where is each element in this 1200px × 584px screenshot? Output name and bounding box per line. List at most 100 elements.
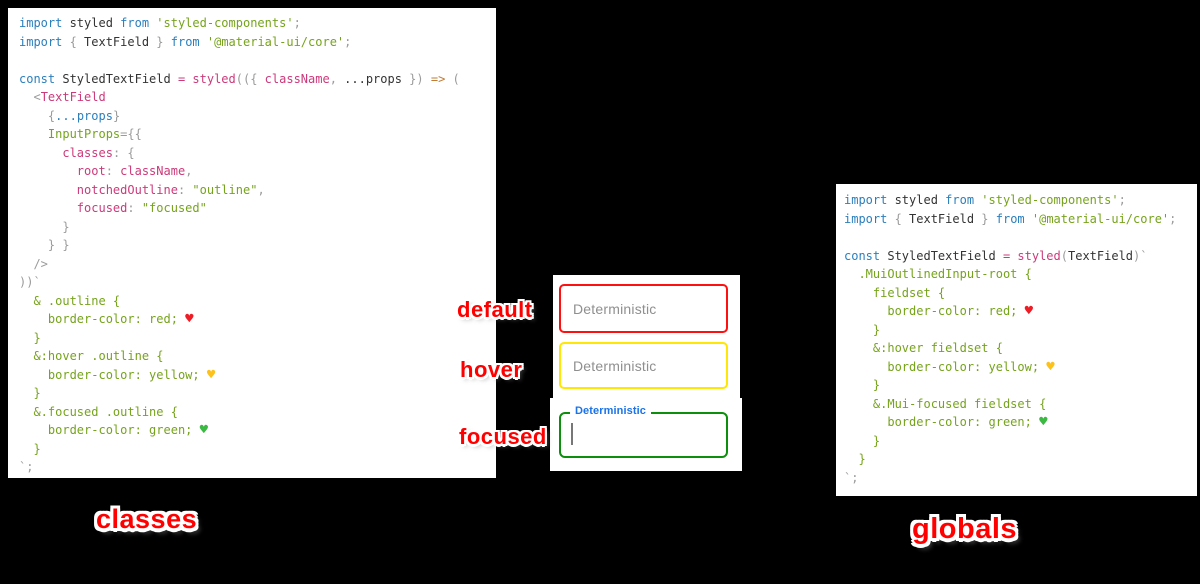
globals-code-panel: import styled from 'styled-components';i… — [836, 184, 1197, 496]
code-token: )` — [1133, 248, 1148, 263]
code-token: styled — [894, 193, 946, 207]
code-token: ; — [1118, 193, 1126, 207]
code-line: fieldset { — [844, 284, 1197, 303]
code-token: < — [33, 90, 41, 104]
code-token: `; — [844, 470, 859, 485]
code-line: const StyledTextField = styled(TextField… — [844, 247, 1197, 266]
code-token: from — [120, 16, 157, 30]
code-line: {...props} — [19, 107, 496, 126]
code-token: } — [149, 34, 171, 49]
textfield-hover-placeholder: Deterministic — [573, 357, 657, 374]
annotation-default: default — [457, 297, 533, 322]
code-line: InputProps={{ — [19, 125, 496, 144]
code-line: border-color: red; ♥ — [844, 302, 1197, 321]
code-token: } — [19, 386, 41, 400]
code-line: /> — [19, 255, 496, 274]
code-token: notchedOutline — [76, 182, 178, 197]
code-token: ♥ — [185, 311, 194, 327]
code-token: : — [177, 182, 193, 197]
code-line — [844, 228, 1197, 247]
code-token: border-color: green; — [844, 415, 1040, 429]
code-token: , — [185, 164, 193, 178]
code-line: } — [19, 384, 496, 403]
code-token: } — [19, 330, 41, 345]
code-token: styled — [69, 16, 121, 30]
code-line: ))` — [19, 273, 496, 292]
code-token: ...props — [344, 71, 402, 86]
code-token: { — [69, 34, 85, 49]
code-token: InputProps — [47, 127, 121, 141]
code-token: StyledTextField — [62, 71, 178, 86]
code-token: from — [945, 193, 982, 207]
textfield-default[interactable]: Deterministic — [559, 284, 728, 333]
code-token: } — [974, 211, 996, 226]
code-token: StyledTextField — [887, 248, 1003, 263]
code-token: ♥ — [199, 422, 209, 438]
code-token: } — [844, 378, 881, 392]
code-token: border-color: green; — [19, 423, 200, 437]
annotation-classes: classes — [96, 504, 198, 534]
code-token: { — [47, 108, 56, 123]
code-token — [19, 109, 48, 123]
text-cursor — [571, 423, 573, 445]
code-line: import { TextField } from '@material-ui/… — [844, 210, 1197, 229]
code-line: } — [844, 321, 1197, 340]
code-line: <TextField — [19, 88, 496, 107]
code-token: 'styled-components' — [156, 16, 294, 30]
textfield-focused-label: Deterministic — [570, 405, 651, 417]
code-token: styled — [192, 71, 236, 86]
code-line: &.Mui-focused fieldset { — [844, 395, 1197, 414]
code-line: import { TextField } from '@material-ui/… — [19, 33, 496, 52]
code-token: ; — [293, 16, 301, 30]
code-token: ♥ — [1046, 358, 1055, 375]
textfield-focused[interactable]: Deterministic — [559, 405, 728, 458]
code-line: &:hover .outline { — [19, 347, 496, 366]
code-token: & .outline { — [19, 293, 121, 308]
code-line: root: className, — [19, 162, 496, 181]
textfield-hover[interactable]: Deterministic — [559, 342, 728, 389]
code-token — [19, 183, 77, 197]
code-token: = — [1002, 248, 1018, 263]
code-token: 'styled-components' — [981, 193, 1119, 207]
code-token: }) — [401, 71, 431, 86]
code-token: /> — [19, 256, 48, 271]
code-token: root — [76, 164, 106, 178]
code-line: } — [19, 329, 496, 348]
annotation-hover: hover — [460, 357, 523, 382]
code-token: .MuiOutlinedInput-root { — [844, 267, 1032, 281]
code-token: ♥ — [206, 366, 216, 383]
code-line: border-color: green; ♥ — [844, 413, 1197, 432]
code-line: `; — [19, 458, 496, 477]
code-line: `; — [844, 469, 1197, 488]
code-line — [19, 51, 496, 70]
code-token: `; — [19, 460, 34, 474]
code-token: } } — [19, 238, 70, 252]
code-token: } — [19, 219, 70, 234]
code-token: = — [177, 71, 193, 86]
code-token — [19, 201, 77, 215]
code-token: &:hover fieldset { — [844, 341, 1003, 355]
code-token: fieldset { — [844, 285, 946, 300]
code-token: : { — [112, 145, 135, 160]
code-token: ( — [452, 71, 460, 86]
code-token: => — [430, 71, 453, 86]
code-token: className — [264, 71, 330, 86]
code-line: } — [19, 440, 496, 459]
classes-code-panel: import styled from 'styled-components'; i… — [8, 8, 496, 478]
code-token: import — [19, 34, 70, 49]
code-token — [19, 90, 33, 104]
code-token: ...props — [55, 108, 113, 123]
code-token: border-color: red; — [19, 312, 186, 326]
code-line: const StyledTextField = styled(({ classN… — [19, 70, 496, 89]
code-token: &:hover .outline { — [19, 349, 164, 363]
code-token: className — [120, 164, 186, 178]
code-token: ))` — [19, 275, 41, 289]
code-token: '@material-ui/core' — [1031, 211, 1170, 226]
code-line: } — [844, 376, 1197, 395]
code-token: } — [112, 108, 121, 123]
code-token: from — [170, 34, 207, 49]
code-token: border-color: yellow; — [19, 367, 207, 382]
code-line: import styled from 'styled-components'; — [844, 191, 1197, 210]
code-token: : — [105, 164, 121, 178]
code-token: "focused" — [141, 201, 207, 215]
